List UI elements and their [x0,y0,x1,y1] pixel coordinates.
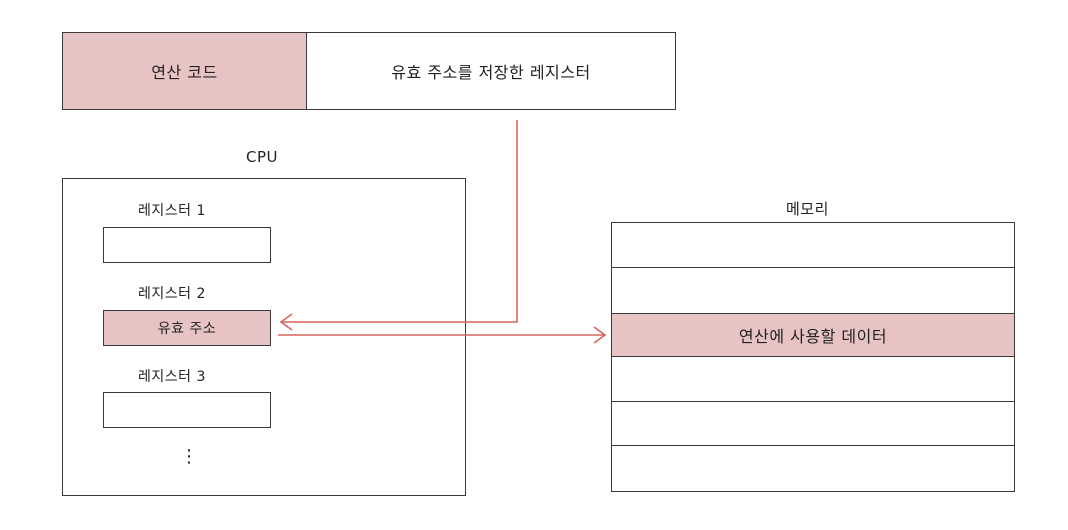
register-1-cell [103,227,271,263]
register-3-label: 레지스터 3 [138,369,206,385]
memory-cell [612,267,1014,268]
opcode-field: 연산 코드 [63,33,307,109]
memory-cell [612,445,1014,446]
memory-title: 메모리 [786,200,829,218]
memory-box: 연산에 사용할 데이터 [611,222,1015,492]
register-1-label: 레지스터 1 [138,203,206,219]
register-2-content: 유효 주소 [157,321,217,337]
memory-data-label: 연산에 사용할 데이터 [738,327,888,346]
register-2-cell: 유효 주소 [103,310,271,346]
opcode-label: 연산 코드 [151,63,218,82]
operand-field: 유효 주소를 저장한 레지스터 [307,33,675,109]
cpu-title: CPU [246,148,278,166]
register-ellipsis: ⋮ [180,446,199,467]
register-2-label: 레지스터 2 [138,286,206,302]
instruction-format: 연산 코드 유효 주소를 저장한 레지스터 [62,32,676,110]
register-3-cell [103,392,271,428]
memory-cell [612,401,1014,402]
memory-cell-highlighted: 연산에 사용할 데이터 [612,313,1014,357]
operand-label: 유효 주소를 저장한 레지스터 [391,63,591,82]
